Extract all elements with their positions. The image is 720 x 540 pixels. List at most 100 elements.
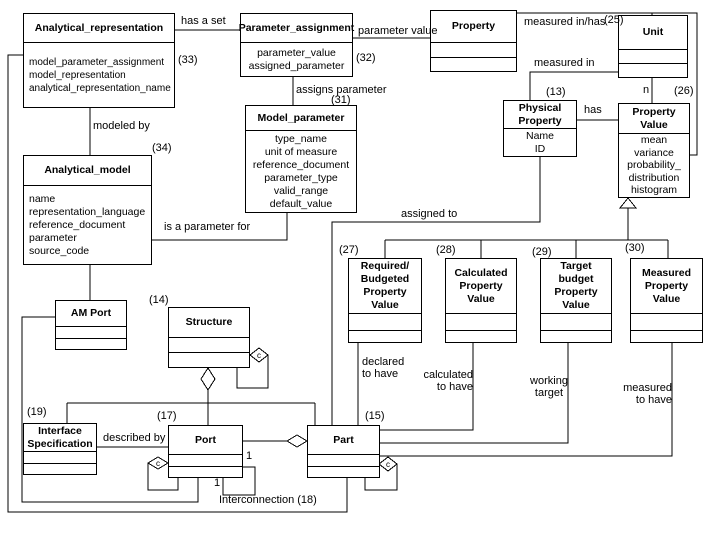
entity-calculated-property-value: Calculated Property Value [445,258,517,343]
attr: valid_range [273,184,329,197]
entity-property-value: Property Value mean variance probability… [618,103,690,198]
empty-compartment [308,454,379,466]
entity-title: Structure [185,316,233,328]
edge-label-measured-in: measured in [534,57,595,69]
edge-working-target [380,343,569,444]
aggregation-diamond-structure-self-icon [249,347,269,363]
entity-title: Model_parameter [257,111,345,124]
edge-is-a-parameter-for [152,213,288,241]
empty-compartment [169,352,249,367]
empty-compartment [169,466,242,477]
empty-compartment [541,313,611,330]
empty-compartment [56,326,126,338]
entity-title: Property [451,20,496,32]
attr: probability_ [627,159,681,172]
entity-tag-15: (15) [365,410,385,422]
entity-tag-13: (13) [546,86,566,98]
entity-tag-29: (29) [532,246,552,258]
attr: parameter [29,231,77,244]
attr: unit of measure [264,145,338,158]
entity-attributes: name representation_language reference_d… [24,185,151,264]
attr: assigned_parameter [248,59,345,72]
empty-compartment [24,451,96,463]
edge-calculated-to-have [380,343,474,431]
edge-interconnection-loop [222,466,256,496]
entity-tag-33: (33) [178,54,198,66]
entity-parameter-assignment: Parameter_assignment parameter_value ass… [239,13,354,77]
multiplicity-n: n [643,84,650,96]
attr: default_value [269,197,333,210]
empty-compartment [619,49,687,63]
entity-model-parameter: Model_parameter type_name unit of measur… [245,105,357,213]
entity-title: Measured Property Value [641,266,692,305]
attr: source_code [29,244,90,257]
entity-analytical-representation: Analytical_representation model_paramete… [23,13,175,108]
entity-tag-28: (28) [436,244,456,256]
attr: ID [534,142,546,155]
empty-compartment [431,42,516,57]
entity-title: Port [195,433,216,446]
edge-label-is-a-parameter-for: is a parameter for [164,221,251,233]
entity-title: Target budget Property Value [554,260,598,311]
entity-tag-25: (25) [604,14,624,26]
edge-measured-to-have [380,343,673,457]
empty-compartment [431,57,516,71]
edge-label-modeled-by: modeled by [93,120,150,132]
inheritance-triangle-icon [618,197,638,209]
edge-label-measured-to-have: measured to have [623,382,672,406]
attr: model_representation [29,69,126,81]
entity-tag-14: (14) [149,294,169,306]
entity-attributes: model_parameter_assignment model_represe… [24,42,174,107]
edge-label-has-a-set: has a set [181,15,226,27]
entity-title: Physical Property [518,101,562,127]
entity-tag-32: (32) [356,52,376,64]
entity-part: Part [307,425,380,478]
entity-title: AM Port [70,307,112,319]
attr: parameter_value [257,46,336,59]
attr: Name [525,129,554,142]
edge-measured-in-has [517,12,698,156]
entity-attributes: parameter_value assigned_parameter [241,42,352,76]
edge-measured-in [529,71,618,100]
entity-tag-34: (34) [152,142,172,154]
empty-compartment [169,337,249,352]
multiplicity-1-port-end: 1 [246,450,253,462]
entity-title: Unit [642,26,664,38]
entity-target-budget-property-value: Target budget Property Value [540,258,612,343]
entity-port: Port [168,425,243,478]
edge-label-interconnection: Interconnection (18) [219,494,317,506]
edge-label-declared-to-have: declared to have [362,356,405,380]
edge-label-parameter-value: parameter value [358,25,438,37]
entity-analytical-model: Analytical_model name representation_lan… [23,155,152,265]
multiplicity-1-interconnection-end: 1 [214,477,221,489]
entity-attributes: Name ID [504,128,576,156]
entity-measured-property-value: Measured Property Value [630,258,703,343]
edge-label-measured-in-has: measured in/has [524,16,606,28]
attr: representation_language [29,205,146,218]
entity-title: Analytical_model [44,164,131,176]
entity-required-budgeted-property-value: Required/ Budgeted Property Value [348,258,422,343]
entity-tag-30: (30) [625,242,645,254]
entity-property: Property [430,10,517,72]
edge-label-has: has [584,104,602,116]
empty-compartment [446,330,516,342]
attr: model_parameter_assignment [29,56,165,68]
edge-assigned-to [331,157,541,425]
edge-label-assigns-parameter: assigns parameter [296,84,387,96]
attr: type_name [275,132,327,145]
entity-physical-property: Physical Property Name ID [503,100,577,157]
edge-label-assigned-to: assigned to [401,208,458,220]
entity-tag-31: (31) [331,94,351,106]
entity-title: Calculated Property Value [454,266,508,305]
edge-label-working-target: working target [530,375,568,399]
entity-attributes: type_name unit of measure reference_docu… [246,130,356,212]
attr: reference_document [29,218,126,231]
attr: name [29,192,56,205]
entity-am-port: AM Port [55,300,127,350]
empty-compartment [619,63,687,77]
attr: reference_document [252,158,350,171]
empty-compartment [24,463,96,474]
attr: mean [640,134,668,147]
